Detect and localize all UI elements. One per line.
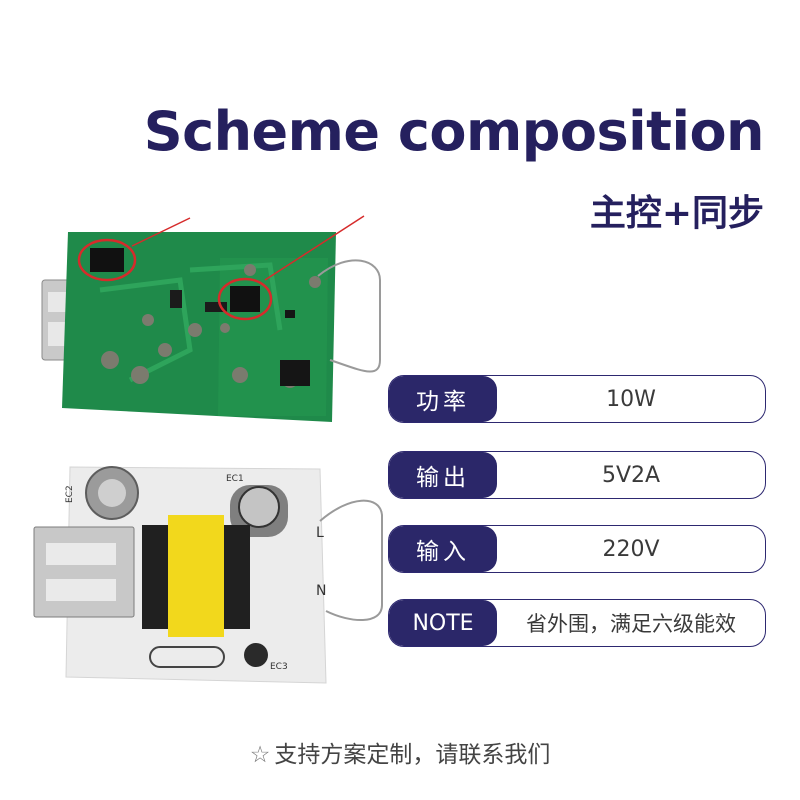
pcb-photo-top — [41, 215, 381, 422]
spec-row-output: 输出 5V2A — [388, 451, 766, 499]
spec-value-note: 省外围，满足六级能效 — [526, 612, 736, 636]
spec-label-output: 输出 — [389, 452, 497, 498]
footer-contact: ☆支持方案定制，请联系我们 — [0, 735, 800, 769]
page-subtitle: 主控+同步 — [589, 193, 764, 234]
star-outline-icon: ☆ — [249, 742, 271, 768]
footer-text: 支持方案定制，请联系我们 — [274, 742, 551, 768]
spec-value-power: 10W — [606, 386, 656, 412]
main-controller-highlight — [77, 238, 137, 282]
sync-rectifier-highlight — [217, 277, 273, 321]
spec-value-input: 220V — [602, 536, 660, 562]
spec-row-note: NOTE 省外围，满足六级能效 — [388, 599, 766, 647]
neutral-label: N — [316, 583, 326, 599]
spec-value-output: 5V2A — [601, 462, 661, 488]
spec-row-input: 输入 220V — [388, 525, 766, 573]
pcb-photo-bottom: EC2 EC1 EC3 L N — [33, 466, 383, 684]
ec2-label: EC2 — [65, 485, 75, 503]
live-label: L — [316, 525, 324, 541]
ec1-label: EC1 — [226, 474, 244, 484]
page-title: Scheme composition — [143, 100, 765, 163]
spec-row-power: 功率 10W — [388, 375, 766, 423]
spec-label-note: NOTE — [389, 600, 497, 646]
ec3-label: EC3 — [270, 662, 288, 672]
spec-label-input: 输入 — [389, 526, 497, 572]
spec-label-power: 功率 — [389, 376, 497, 422]
